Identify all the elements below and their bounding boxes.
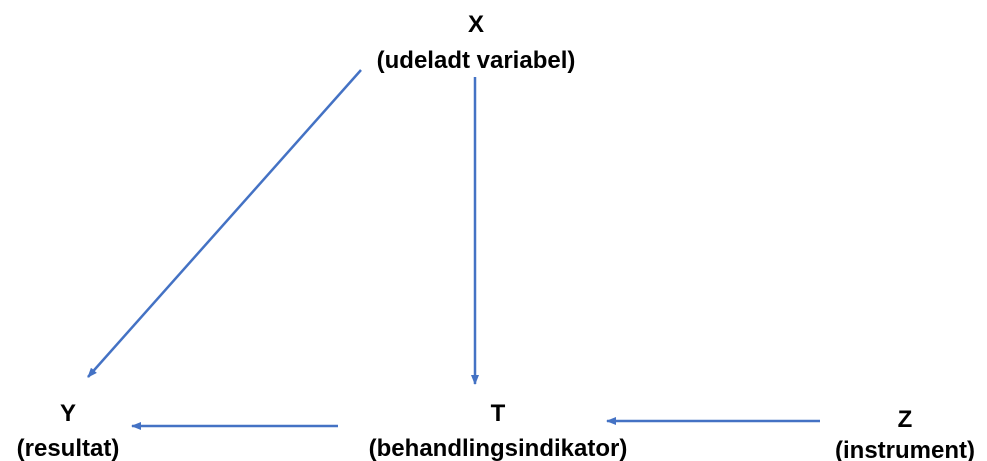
node-y: Y (resultat) xyxy=(17,400,120,461)
edge-x-to-y xyxy=(87,69,362,378)
node-x-name: X xyxy=(468,11,484,38)
node-y-name: Y xyxy=(60,400,76,427)
node-x: X (udeladt variabel) xyxy=(377,11,576,74)
node-z-description: (instrument) xyxy=(835,437,975,461)
node-x-description: (udeladt variabel) xyxy=(377,47,576,74)
node-t-name: T xyxy=(491,400,506,427)
node-z-name: Z xyxy=(898,406,913,433)
node-t-description: (behandlingsindikator) xyxy=(369,435,628,461)
node-y-description: (resultat) xyxy=(17,435,120,461)
node-z: Z (instrument) xyxy=(835,406,975,461)
node-t: T (behandlingsindikator) xyxy=(369,400,628,461)
